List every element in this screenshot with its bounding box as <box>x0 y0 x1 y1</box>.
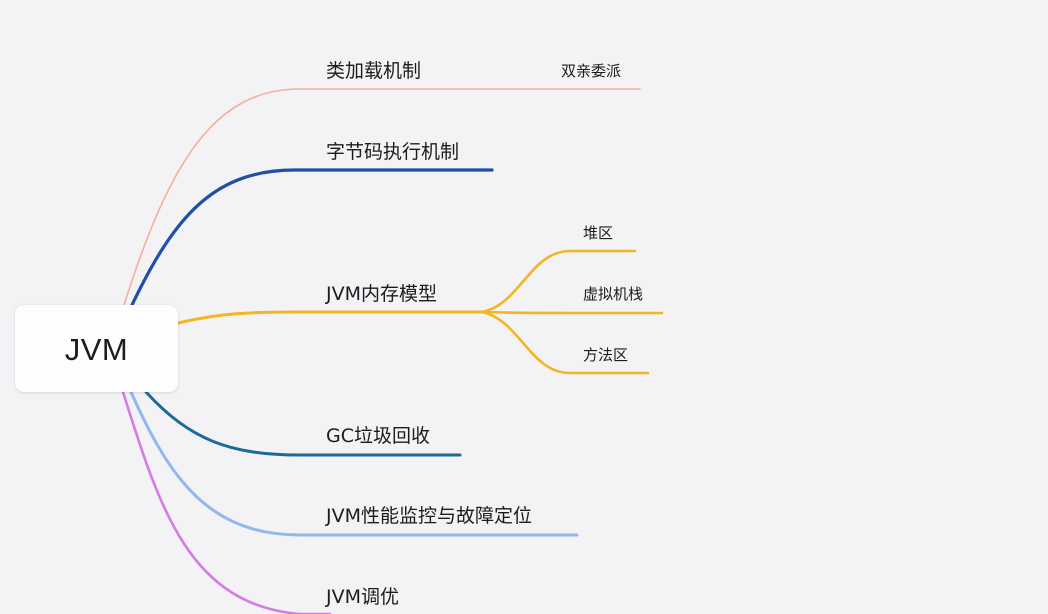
subtopic-heap[interactable]: 堆区 <box>583 224 614 242</box>
connector-class-loading <box>123 88 641 306</box>
root-node[interactable]: JVM <box>15 305 178 392</box>
subtopic-vm-stack[interactable]: 虚拟机栈 <box>583 285 644 303</box>
connector-monitoring <box>129 390 579 537</box>
subtopic-parent-delegation[interactable]: 双亲委派 <box>561 62 622 80</box>
subtopic-method-area[interactable]: 方法区 <box>583 346 629 364</box>
connector-tuning <box>121 390 332 614</box>
topic-class-loading[interactable]: 类加载机制 <box>326 60 422 82</box>
connector-bytecode <box>130 168 494 307</box>
topic-bytecode-execution[interactable]: 字节码执行机制 <box>326 141 460 163</box>
connector-vm-stack <box>480 310 664 315</box>
connector-method-area <box>480 310 650 375</box>
topic-jvm-tuning[interactable]: JVM调优 <box>326 586 399 608</box>
connector-gc <box>144 390 462 457</box>
topic-memory-model[interactable]: JVM内存模型 <box>326 283 437 305</box>
connector-memory-model <box>176 310 484 325</box>
connector-heap <box>480 249 637 314</box>
root-label: JVM <box>64 331 129 367</box>
topic-gc[interactable]: GC垃圾回收 <box>326 425 430 447</box>
topic-performance-monitoring[interactable]: JVM性能监控与故障定位 <box>326 505 532 527</box>
